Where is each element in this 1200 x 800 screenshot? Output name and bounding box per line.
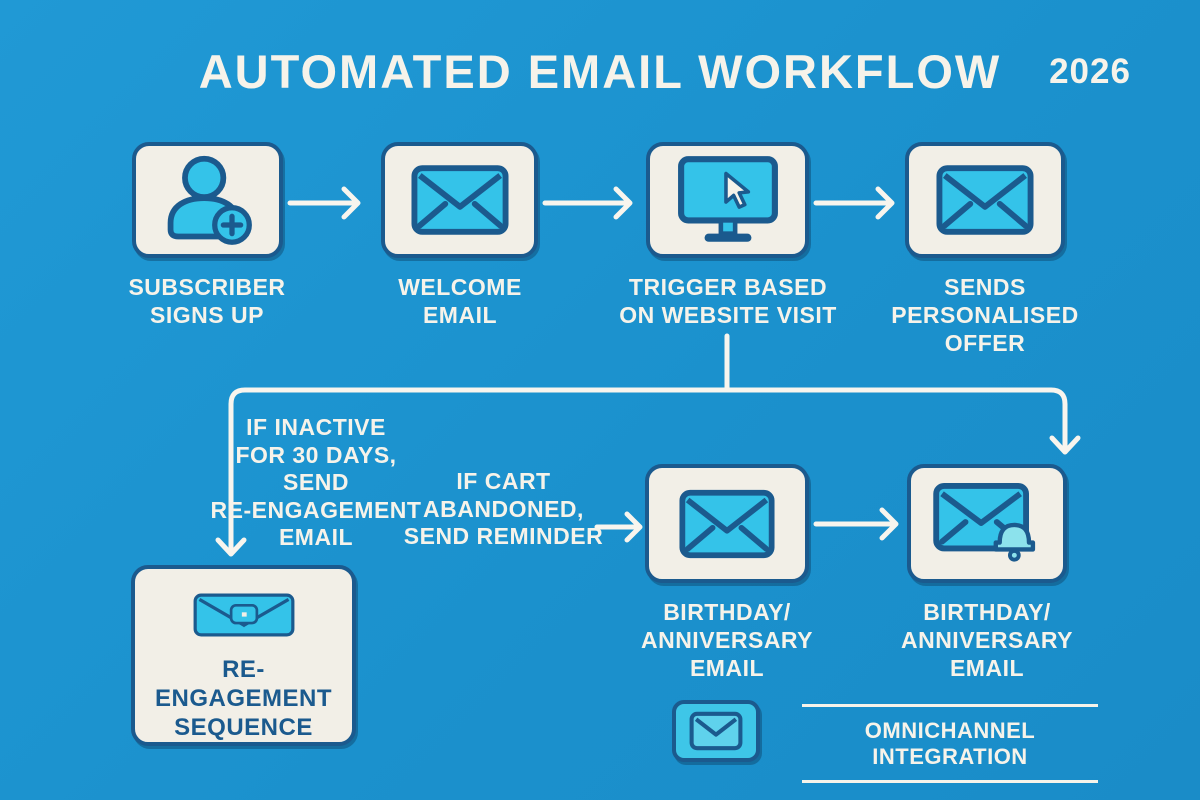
arrow-birthday-to-birthday-bell bbox=[813, 507, 899, 541]
omnichannel-integration-label: OMNICHANNEL INTEGRATION bbox=[802, 704, 1098, 783]
label-birthday-anniversary-email-bell: BIRTHDAY/ ANNIVERSARY EMAIL bbox=[900, 599, 1074, 681]
node-birthday-anniversary-email-bell bbox=[907, 464, 1067, 583]
envelope-icon bbox=[410, 165, 509, 235]
annotation-inactive-30-days: IF INACTIVE FOR 30 DAYS, SEND RE-ENGAGEM… bbox=[210, 414, 422, 550]
node-trigger-website-visit bbox=[646, 142, 809, 258]
envelope-badge-icon bbox=[689, 711, 743, 751]
node-welcome-email bbox=[381, 142, 538, 258]
arrow-subscriber-to-welcome bbox=[287, 186, 361, 220]
node-birthday-anniversary-email bbox=[645, 464, 809, 583]
label-welcome-email: WELCOME EMAIL bbox=[398, 274, 522, 328]
monitor-cursor-icon bbox=[677, 156, 778, 242]
envelope-icon bbox=[936, 165, 1034, 235]
envelope-bell-icon bbox=[933, 482, 1036, 562]
arrow-welcome-to-trigger bbox=[542, 186, 633, 220]
label-trigger-website-visit: TRIGGER BASED ON WEBSITE VISIT bbox=[619, 274, 837, 328]
annotation-cart-abandoned: IF CART ABANDONED, SEND REMINDER bbox=[403, 468, 604, 549]
omnichannel-badge bbox=[672, 700, 760, 762]
envelope-icon bbox=[679, 489, 775, 558]
node-reengagement-sequence: RE-ENGAGEMENT SEQUENCE bbox=[131, 565, 356, 746]
label-reengagement-sequence: RE-ENGAGEMENT SEQUENCE bbox=[154, 656, 332, 741]
year-label: 2026 bbox=[1049, 52, 1131, 91]
arrow-trigger-to-offer bbox=[813, 186, 895, 220]
user-add-icon bbox=[167, 155, 252, 245]
page-title: AUTOMATED EMAIL WORKFLOW bbox=[198, 45, 1002, 98]
node-subscriber-signs-up bbox=[132, 142, 283, 258]
envelope-chat-icon bbox=[193, 593, 294, 637]
label-birthday-anniversary-email: BIRTHDAY/ ANNIVERSARY EMAIL bbox=[640, 599, 814, 681]
label-subscriber-signs-up: SUBSCRIBER SIGNS UP bbox=[128, 274, 286, 328]
node-sends-personalised-offer bbox=[905, 142, 1065, 258]
label-sends-personalised-offer: SENDS PERSONALISED OFFER bbox=[891, 274, 1079, 356]
